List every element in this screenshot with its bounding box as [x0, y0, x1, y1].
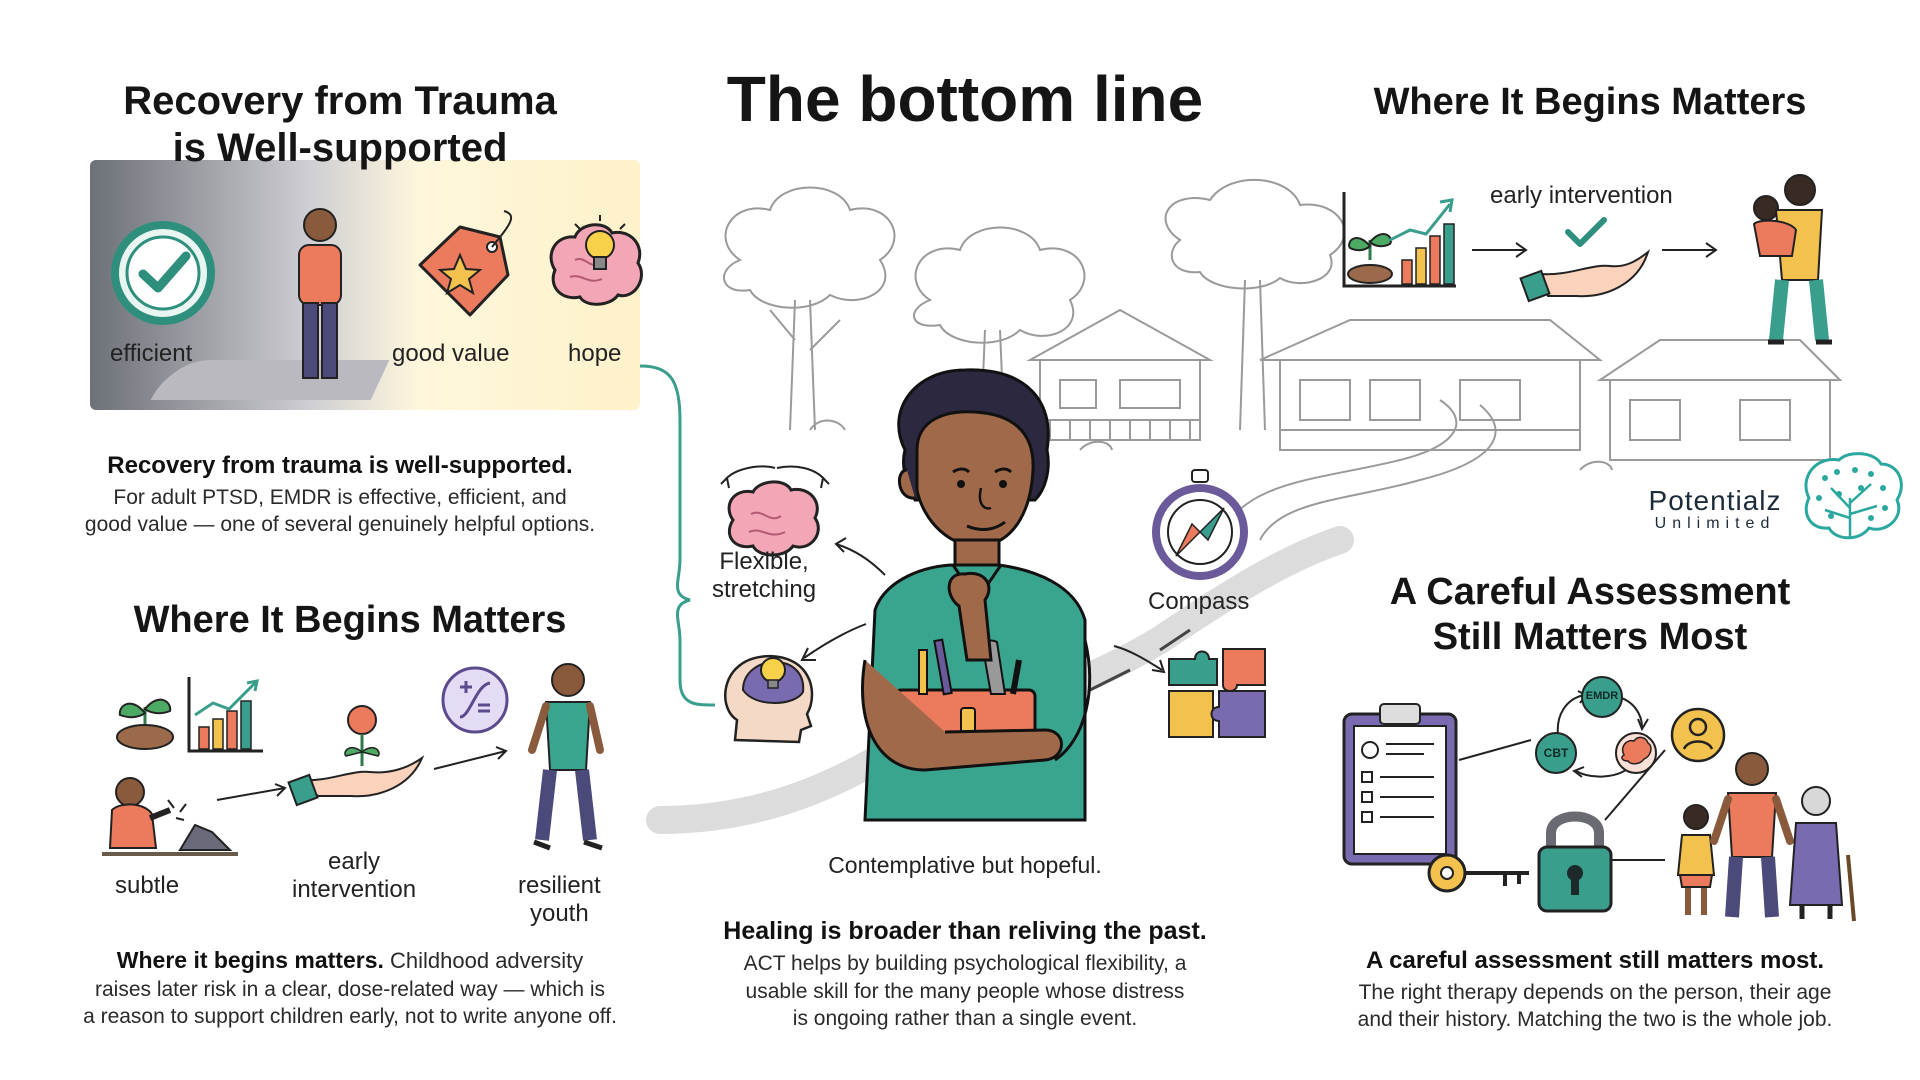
- recovery-title: Recovery from Trauma is Well-supported: [123, 79, 557, 171]
- healing-text: Healing is broader than reliving the pas…: [680, 915, 1250, 1033]
- arrow-to-head: [800, 623, 867, 661]
- arrow-icon-2: [433, 746, 508, 770]
- family-icon: [1676, 752, 1856, 922]
- walking-youth-icon: [528, 663, 604, 851]
- begins-text-left: Where it begins matters. Childhood adver…: [83, 947, 617, 1029]
- arrow-right-1: [1472, 242, 1528, 258]
- subtle-label: subtle: [115, 872, 180, 899]
- emdr-node: EMDR: [1585, 690, 1619, 702]
- math-bubble-icon: [441, 666, 509, 734]
- begins-heading-left: Where it begins matters.: [116, 947, 384, 973]
- recovery-heading: Recovery from trauma is well-supported.: [107, 452, 573, 479]
- arrow-to-puzzle: [1113, 645, 1166, 674]
- plant-growth-chart-icon: [1342, 192, 1456, 288]
- price-tag-icon: [418, 210, 513, 317]
- sprout-icon: [116, 698, 174, 750]
- parent-child-hug-icon: [1752, 174, 1832, 345]
- cbt-node: CBT: [1543, 746, 1569, 760]
- resilient-youth-label: resilient youth: [518, 872, 601, 927]
- arrow-to-brain: [834, 537, 886, 576]
- early-intervention-label: early intervention: [292, 848, 417, 903]
- clipboard-icon: [1342, 703, 1458, 866]
- recovery-text: Recovery from trauma is well-supported. …: [40, 450, 640, 539]
- brain-lightbulb-icon: [549, 215, 643, 306]
- healing-heading: Healing is broader than reliving the pas…: [723, 917, 1207, 945]
- arrow-right-2: [1662, 242, 1718, 258]
- begins-title-right: Where It Begins Matters: [1373, 81, 1807, 123]
- caption-contemplative: Contemplative but hopeful.: [828, 852, 1102, 878]
- hope-label: hope: [568, 340, 622, 367]
- contemplative-man-illustration: [861, 368, 1092, 822]
- flexible-brain-icon: [720, 465, 830, 557]
- efficient-label: efficient: [110, 340, 193, 367]
- compass-label: Compass: [1148, 588, 1250, 615]
- standing-person-icon: [298, 208, 342, 379]
- padlock-icon: [1537, 811, 1613, 913]
- tree-brain-logo-icon: [1804, 452, 1903, 540]
- early-intervention-top-label: early intervention: [1490, 182, 1673, 209]
- good-value-label: good value: [392, 340, 510, 367]
- begins-title-left: Where It Begins Matters: [133, 599, 567, 641]
- key-icon: [1427, 853, 1529, 893]
- person-circle-icon: [1670, 707, 1726, 763]
- brand-name: Potentialz Unlimited: [1648, 485, 1782, 532]
- growth-chart-icon: [187, 677, 263, 753]
- child-playing-icon: [102, 777, 238, 856]
- hand-check-icon: [1519, 217, 1650, 303]
- assessment-heading: A careful assessment still matters most.: [1366, 947, 1824, 974]
- assessment-text: A careful assessment still matters most.…: [1305, 945, 1885, 1034]
- puzzle-icon: [1168, 648, 1266, 738]
- arrow-icon: [216, 783, 287, 801]
- head-lightbulb-icon: [724, 655, 814, 744]
- check-clock-icon: [111, 221, 215, 325]
- hand-flower-icon: [287, 705, 425, 807]
- teal-connector-line: [639, 364, 716, 707]
- therapy-cycle-diagram: [1535, 676, 1657, 778]
- flexible-label: Flexible, stretching: [712, 548, 817, 603]
- assessment-title: A Careful Assessment Still Matters Most: [1389, 571, 1791, 658]
- compass-icon: [1152, 469, 1248, 580]
- main-title: The bottom line: [726, 63, 1204, 135]
